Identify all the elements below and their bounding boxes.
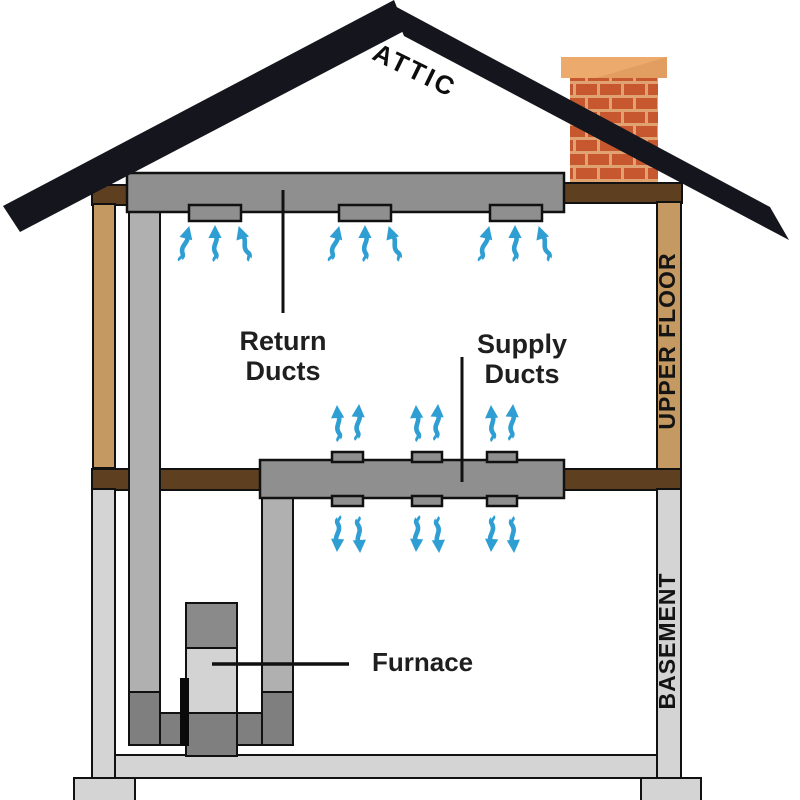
airflow-down-arrow	[409, 517, 424, 553]
airflow-down-arrow	[484, 517, 499, 553]
supply-vent-up	[410, 450, 444, 464]
airflow-up-arrow	[474, 224, 496, 261]
airflow-up-arrow	[484, 405, 499, 441]
airflow-up-arrow	[350, 404, 366, 440]
airflow-down-arrow	[431, 518, 446, 554]
furnace-body	[185, 647, 238, 714]
supply-vent-down	[410, 494, 444, 508]
return-drop-duct	[128, 208, 161, 693]
footing-right	[640, 777, 702, 800]
basement-floor-slab	[114, 754, 658, 779]
airflow-up-arrow	[208, 225, 221, 260]
footing-left	[73, 777, 136, 800]
airflow-down-arrow	[506, 518, 521, 554]
ceiling-vent	[488, 203, 544, 223]
return-drop-duct-elbow	[128, 691, 161, 746]
airflow-down-arrow	[352, 518, 367, 554]
supply-vent-up	[330, 450, 365, 464]
supply-ducts-label: Supply Ducts	[476, 329, 567, 390]
airflow-up-arrow	[532, 224, 555, 261]
roof-right-slope	[391, 4, 789, 240]
furnace-label: Furnace	[372, 647, 474, 677]
furnace-plenum	[185, 602, 238, 649]
supply-vent-down	[330, 494, 365, 508]
airflow-down-arrow	[330, 517, 345, 553]
basement-label: BASEMENT	[654, 572, 680, 710]
airflow-up-arrow	[429, 404, 445, 440]
airflow-up-arrow	[382, 224, 405, 261]
airflow-up-arrow	[504, 404, 520, 440]
airflow-up-arrow	[409, 405, 424, 441]
furnace-connector-right	[235, 712, 263, 746]
basement-wall-left	[91, 488, 116, 779]
wall-stud-right	[656, 201, 682, 473]
supply-drop-duct-elbow	[261, 691, 294, 746]
upper-floor-label: UPPER FLOOR	[654, 252, 680, 430]
chimney	[561, 57, 667, 190]
top-plate-right	[563, 182, 683, 204]
ceiling-vent	[187, 203, 243, 223]
supply-vent-up	[485, 450, 519, 464]
wall-stud-left	[92, 203, 116, 469]
supply-vent-down	[485, 494, 519, 508]
roof-left-slope	[3, 0, 406, 232]
airflow-up-arrow	[330, 405, 345, 441]
airflow-up-arrow	[508, 225, 521, 260]
airflow-up-arrow	[324, 224, 346, 261]
floor-supply-duct	[258, 458, 566, 500]
airflow-up-arrow	[232, 224, 255, 261]
furnace-base	[185, 712, 238, 757]
chimney-cap-shade	[596, 57, 667, 78]
furnace-flue-pipe	[180, 678, 189, 746]
airflow-up-arrow	[174, 224, 196, 261]
ceiling-vent	[337, 203, 393, 223]
airflow-up-arrow	[358, 225, 371, 260]
return-ducts-label: Return Ducts	[239, 326, 327, 387]
